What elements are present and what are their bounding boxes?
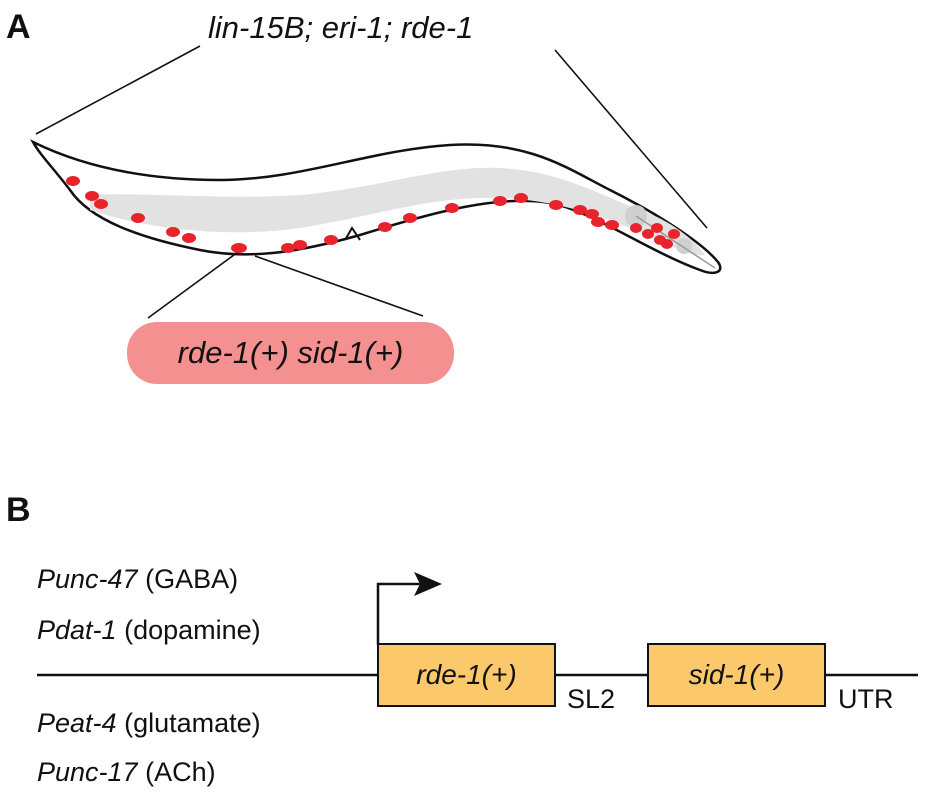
promoter-label: Pdat-1 (dopamine) xyxy=(37,617,261,644)
promoter-name: Pdat-1 xyxy=(37,615,117,645)
promoter-type: (ACh) xyxy=(145,757,216,787)
neuron xyxy=(378,222,392,232)
neuron xyxy=(514,193,528,203)
gene-box-rde-1: rde-1(+) xyxy=(377,643,556,707)
vulva-mark xyxy=(344,226,361,241)
neuron xyxy=(668,229,680,239)
promoter-name: Punc-17 xyxy=(37,757,138,787)
neuron xyxy=(231,243,247,253)
promoter-label: Punc-17 (ACh) xyxy=(37,759,216,786)
neuron xyxy=(591,217,605,227)
neuron xyxy=(85,191,99,201)
neuron xyxy=(66,176,80,186)
gene-box-sid-1: sid-1(+) xyxy=(647,643,826,707)
tss-arrow-line xyxy=(376,582,425,645)
neuron xyxy=(445,203,459,213)
promoter-label: Punc-47 (GABA) xyxy=(37,566,238,593)
neuron xyxy=(493,196,507,206)
transgene-pill: rde-1(+) sid-1(+) xyxy=(127,322,454,384)
tss-arrow-head xyxy=(414,572,442,596)
gene-label: rde-1(+) xyxy=(416,659,517,690)
transgene-pointer-left xyxy=(147,251,239,319)
neuron xyxy=(630,223,642,233)
neuron xyxy=(131,213,145,223)
neuron xyxy=(651,223,663,233)
neuron xyxy=(585,209,599,219)
promoter-type: (GABA) xyxy=(145,564,239,594)
promoter-label: Peat-4 (glutamate) xyxy=(37,710,261,737)
promoter-type: (glutamate) xyxy=(124,708,261,738)
gene-label: sid-1(+) xyxy=(688,659,785,690)
worm-gut xyxy=(90,167,705,256)
genotype-pointer-right xyxy=(554,49,708,229)
neuron xyxy=(324,235,338,245)
promoter-name: Peat-4 xyxy=(37,708,117,738)
neuron xyxy=(182,233,196,243)
neuron xyxy=(573,205,587,215)
promoter-type: (dopamine) xyxy=(124,615,261,645)
neuron xyxy=(661,239,673,249)
utr-label: UTR xyxy=(838,684,894,714)
neuron xyxy=(293,240,307,250)
promoter-name: Punc-47 xyxy=(37,564,138,594)
neuron xyxy=(94,199,108,209)
transgene-pointer-right xyxy=(254,255,424,317)
neuron xyxy=(403,213,417,223)
neuron xyxy=(605,220,619,230)
neuron-group xyxy=(66,176,680,253)
pharynx-lumen xyxy=(635,215,716,269)
sl2-label: SL2 xyxy=(567,684,616,714)
neuron xyxy=(642,229,654,239)
neuron xyxy=(281,243,295,253)
panel-a-letter: A xyxy=(6,8,31,46)
panel-b-letter: B xyxy=(6,491,31,529)
transgene-label: rde-1(+) sid-1(+) xyxy=(177,335,404,370)
genotype-label: lin-15B; eri-1; rde-1 xyxy=(208,10,474,45)
neuron xyxy=(549,200,563,210)
genotype-pointer-left xyxy=(35,45,201,135)
neuron xyxy=(166,227,180,237)
